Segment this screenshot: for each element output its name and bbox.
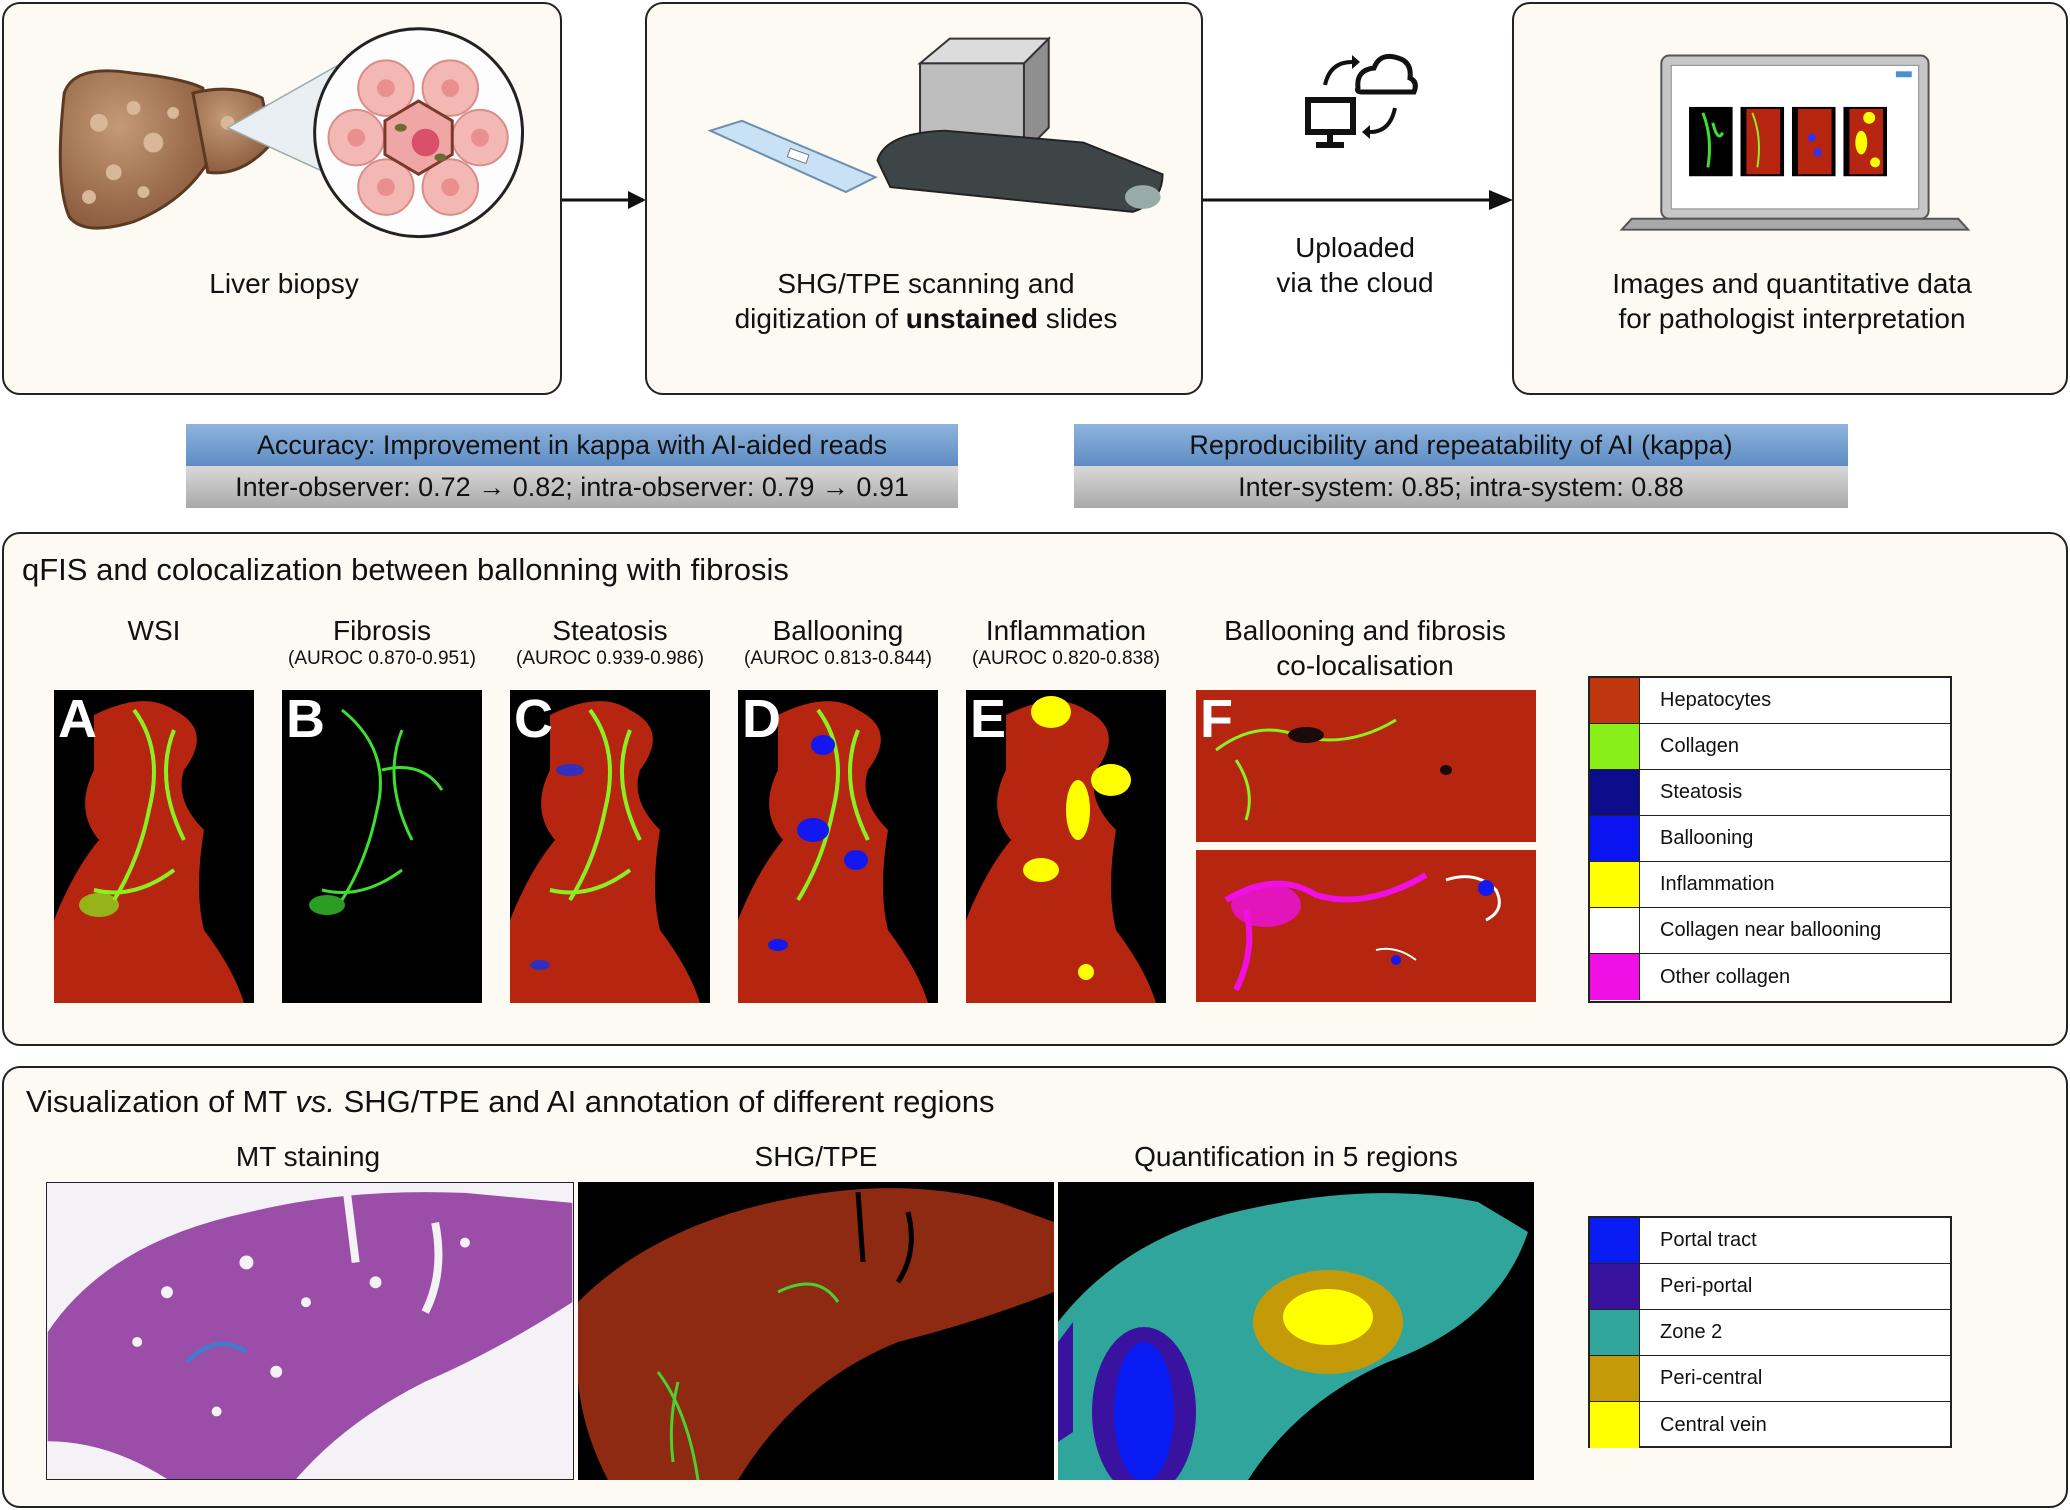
image-shg-tpe [578,1182,1054,1480]
legend-swatch [1590,816,1640,861]
legend-label: Portal tract [1660,1229,1757,1251]
legend-item: Hepatocytes [1590,678,1950,724]
scanning-panel: SHG/TPE scanning and digitization of uns… [645,2,1203,395]
legend-label: Collagen near ballooning [1660,919,1882,941]
liver-illustration [58,27,525,239]
col-sub-fibrosis: (AUROC 0.870-0.951) [288,648,476,669]
legend-swatch [1590,908,1640,953]
legend-item: Steatosis [1590,770,1950,816]
legend-swatch [1590,678,1640,723]
legend-label: Steatosis [1660,781,1743,803]
regions-legend: Portal tract Peri-portal Zone 2 Peri-cen… [1588,1216,1952,1448]
letter-a: A [58,690,97,749]
col-label-fibrosis: Fibrosis [332,615,431,646]
letter-e: E [970,690,1007,749]
letter-b: B [286,690,325,749]
mt-title-italic: vs. [295,1084,335,1119]
legend-label: Other collagen [1660,965,1791,988]
legend-swatch [1590,1264,1640,1309]
col-label-inflammation: Inflammation [985,615,1147,646]
legend-label: Hepatocytes [1660,689,1772,711]
legend-swatch [1590,862,1640,907]
scanner-illustration [707,36,1164,213]
biopsy-panel: Liver biopsy [2,2,562,395]
legend-label: Peri-central [1660,1367,1763,1389]
legend-item: Inflammation [1590,862,1950,908]
col-label-ballooning: Ballooning [772,615,904,646]
qfis-panel-title: qFIS and colocalization between ballonni… [22,552,789,587]
legend-label: Central vein [1660,1413,1767,1436]
arrow-right-1 [562,188,646,212]
legend-swatch [1590,954,1640,1000]
cloud-sync-icon [1305,53,1418,148]
accuracy-values-bar: Inter-observer: 0.72 → 0.82; intra-obser… [186,466,958,508]
arrow-right-2 [1203,188,1513,212]
upload-line1: Uploaded [1295,232,1415,263]
col-sub-inflammation: (AUROC 0.820-0.838) [972,648,1160,669]
step-pathologist-line1: Images and quantitative data [1612,268,1972,299]
step-scanning-post: slides [1038,303,1118,334]
legend-item: Peri-central [1590,1356,1950,1402]
legend-label: Inflammation [1660,873,1775,895]
image-coloc-fibrosis: F [1196,690,1536,842]
pathologist-panel: Images and quantitative data for patholo… [1512,2,2068,395]
label-shg-tpe: SHG/TPE [754,1141,878,1172]
image-fibrosis: B [282,690,482,1003]
col-sub-ballooning: (AUROC 0.813-0.844) [744,648,932,669]
step-liver-biopsy: Liver biopsy [209,268,359,299]
mt-title-post: SHG/TPE and AI annotation of different r… [335,1084,995,1119]
image-ballooning: D [738,690,938,1003]
repro-title-bar: Reproducibility and repeatability of AI … [1074,424,1848,466]
image-mt-staining [46,1182,574,1480]
legend-item: Collagen [1590,724,1950,770]
legend-item: Portal tract [1590,1218,1950,1264]
image-wsi: A [54,690,254,1003]
label-mt-staining: MT staining [235,1141,381,1172]
legend-swatch [1590,1310,1640,1355]
legend-swatch [1590,1218,1640,1263]
mt-panel-title: Visualization of MT vs. SHG/TPE and AI a… [26,1084,994,1120]
legend-item: Other collagen [1590,954,1950,1000]
letter-f: F [1200,690,1233,749]
col-label-wsi: WSI [127,615,181,646]
step-scanning-line2: digitization of unstained slides [647,301,1205,337]
legend-swatch [1590,1402,1640,1448]
accuracy-title-bar: Accuracy: Improvement in kappa with AI-a… [186,424,958,466]
legend-label: Zone 2 [1660,1321,1723,1343]
letter-d: D [742,690,781,749]
letter-c: C [514,690,553,749]
image-inflammation: E [966,690,1166,1003]
legend-item: Central vein [1590,1402,1950,1448]
legend-label: Ballooning [1660,827,1754,849]
step-scanning-pre: digitization of [734,303,906,334]
col-label-coloc-line2: co-localisation [1276,650,1454,681]
legend-swatch [1590,770,1640,815]
step-pathologist-line2: for pathologist interpretation [1618,303,1966,334]
legend-swatch [1590,724,1640,769]
legend-item: Ballooning [1590,816,1950,862]
col-sub-steatosis: (AUROC 0.939-0.986) [516,648,704,669]
step-scanning-line1: SHG/TPE scanning and [777,268,1075,299]
legend-label: Collagen [1660,735,1739,757]
qfis-legend: Hepatocytes Collagen Steatosis Balloonin… [1588,676,1952,1003]
legend-label: Peri-portal [1660,1275,1753,1297]
legend-item: Peri-portal [1590,1264,1950,1310]
legend-item: Collagen near ballooning [1590,908,1950,954]
col-label-steatosis: Steatosis [552,615,668,646]
image-quantification [1058,1182,1534,1480]
step-scanning-bold: unstained [905,303,1039,334]
legend-swatch [1590,1356,1640,1401]
image-coloc-annotated [1196,850,1536,1002]
laptop-illustration [1619,54,1971,231]
legend-item: Zone 2 [1590,1310,1950,1356]
mt-title-pre: Visualization of MT [26,1084,296,1119]
repro-values-bar: Inter-system: 0.85; intra-system: 0.88 [1074,466,1848,508]
image-steatosis: C [510,690,710,1003]
col-label-coloc-line1: Ballooning and fibrosis [1224,615,1506,646]
upload-line2: via the cloud [1276,267,1434,298]
label-quantification: Quantification in 5 regions [1134,1141,1458,1172]
